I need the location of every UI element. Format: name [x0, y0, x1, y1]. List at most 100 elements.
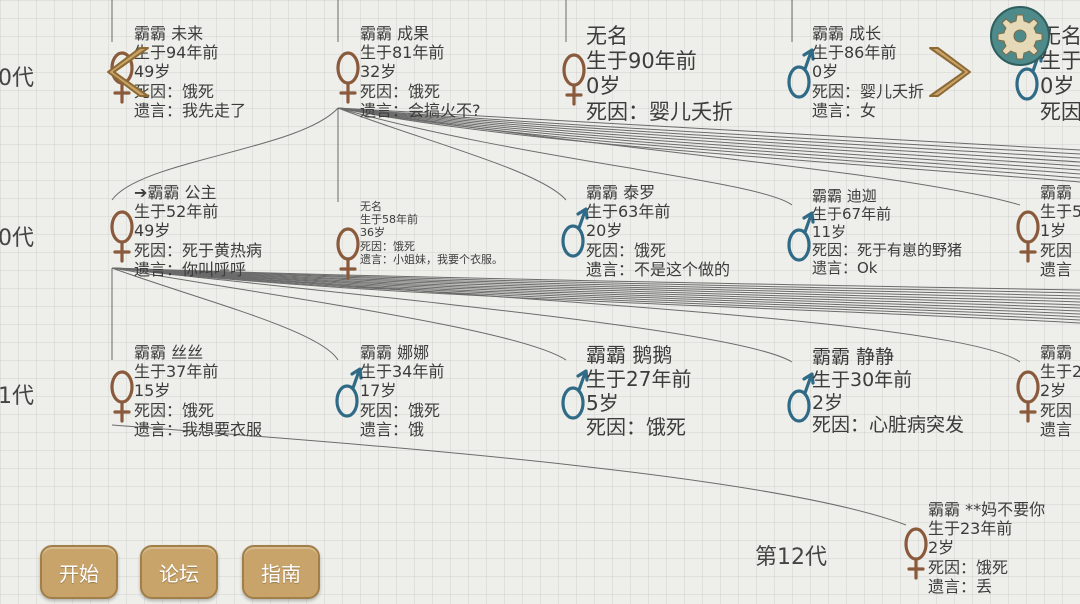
- person-info-line: 生于67年前: [812, 205, 892, 223]
- person-info-line: ➔霸霸 公主: [134, 183, 217, 202]
- person-info-line: 死因：死于黄热病: [134, 240, 263, 260]
- person-info-line: 49岁: [134, 62, 171, 82]
- chevron-left-icon: [107, 47, 149, 97]
- person-info-line: 2岁: [812, 391, 844, 414]
- female-symbol-icon: [1016, 210, 1040, 263]
- female-symbol-icon: [110, 210, 134, 263]
- generation-label: 1代: [0, 384, 34, 409]
- person-info-line: 霸霸 成长: [812, 24, 882, 43]
- person-info-line: 死因：死于有崽的野猪: [812, 241, 963, 259]
- person-info-line: 霸霸: [1040, 343, 1073, 362]
- generation-label: 第12代: [755, 545, 827, 570]
- person-info-line: 5岁: [586, 391, 619, 415]
- lineage-line: [337, 107, 567, 201]
- person-info-line: 17岁: [360, 381, 397, 401]
- male-symbol-icon: [335, 367, 363, 418]
- person-info-line: 霸霸 未来: [134, 24, 204, 43]
- start-button[interactable]: 开始: [40, 545, 118, 599]
- person-info-line: 霸霸 静静: [812, 346, 895, 368]
- person-info-line: 遗言：饿: [360, 419, 425, 439]
- person-info-line: 死因：饿死: [360, 81, 441, 101]
- person-info-line: 0岁: [1040, 74, 1075, 99]
- person-info-line: 霸霸 泰罗: [586, 183, 656, 202]
- female-symbol-icon: [1016, 370, 1040, 423]
- person-info-line: 11岁: [812, 223, 847, 241]
- person-info-line: 遗言: [1040, 259, 1073, 279]
- male-symbol-icon: [787, 211, 815, 262]
- person-info-line: 生于94年前: [134, 43, 219, 63]
- lineage-line: [111, 424, 907, 526]
- person-info-line: 生于30年前: [812, 368, 913, 391]
- person-info-line: 霸霸: [1040, 183, 1073, 202]
- gear-icon: [990, 6, 1050, 66]
- person-info-line: 遗言：我想要衣服: [134, 419, 263, 439]
- person-info-line: 15岁: [134, 381, 171, 401]
- person-info-line: 死因: [1040, 400, 1073, 420]
- person-info-line: 49岁: [134, 221, 171, 241]
- settings-button[interactable]: [990, 6, 1050, 66]
- generation-label: 0代: [0, 226, 34, 251]
- person-info-line: 霸霸 迪迦: [812, 187, 877, 205]
- person-info-line: 死因: [1040, 240, 1073, 260]
- generation-label: 0代: [0, 66, 34, 91]
- male-symbol-icon: [787, 48, 815, 99]
- guide-button[interactable]: 指南: [242, 545, 320, 599]
- person-info-line: 无名: [360, 200, 382, 213]
- person-info-line: 死因：饿死: [134, 400, 215, 420]
- person-info-line: 生于63年前: [586, 202, 671, 222]
- person-info-line: 死因: [1040, 99, 1080, 124]
- person-info-line: 霸霸 丝丝: [134, 343, 204, 362]
- person-info-line: 生于5: [1040, 202, 1080, 222]
- person-info-line: 死因：婴儿夭折: [812, 81, 925, 101]
- male-symbol-icon: [561, 207, 589, 258]
- next-page-button[interactable]: [922, 44, 974, 100]
- person-info-line: 生于2: [1040, 362, 1080, 382]
- person-info-line: 霸霸 成果: [360, 24, 430, 43]
- person-info-line: 遗言：你叫呼呼: [134, 259, 247, 279]
- person-info-line: 死因：饿死: [134, 81, 215, 101]
- person-info-line: 生于34年前: [360, 362, 445, 382]
- person-info-line: 遗言：不是这个做的: [586, 259, 731, 279]
- person-info-line: 遗言: [1040, 419, 1073, 439]
- person-info-line: 生于90年前: [586, 49, 697, 74]
- person-info-line: 32岁: [360, 62, 397, 82]
- person-info-line: 0岁: [812, 62, 839, 82]
- person-info-line: 死因：饿死: [928, 557, 1009, 577]
- person-info-line: 遗言：小姐妹，我要个衣服。: [360, 252, 503, 266]
- person-info-line: 2岁: [928, 538, 955, 558]
- person-info-line: 生于23年前: [928, 519, 1013, 539]
- person-info-line: 36岁: [360, 226, 385, 240]
- person-info-line: 霸霸 鹅鹅: [586, 343, 673, 367]
- male-symbol-icon: [561, 369, 589, 420]
- person-info-line: 死因：婴儿夭折: [586, 99, 733, 124]
- person-info-line: 生于86年前: [812, 43, 897, 63]
- person-info-line: 死因：饿死: [360, 400, 441, 420]
- female-symbol-icon: [562, 53, 586, 106]
- person-info-line: 霸霸 娜娜: [360, 343, 430, 362]
- person-info-line: 生于: [1040, 49, 1080, 74]
- person-info-line: 生于37年前: [134, 362, 219, 382]
- forum-button[interactable]: 论坛: [140, 545, 218, 599]
- person-info-line: 生于27年前: [586, 367, 692, 391]
- person-info-line: 死因：心脏病突发: [812, 414, 965, 437]
- person-info-line: 死因：饿死: [586, 240, 667, 260]
- person-info-line: 遗言：丢: [928, 576, 993, 596]
- female-symbol-icon: [336, 51, 360, 104]
- previous-page-button[interactable]: [104, 44, 156, 100]
- person-info-line: 生于81年前: [360, 43, 445, 63]
